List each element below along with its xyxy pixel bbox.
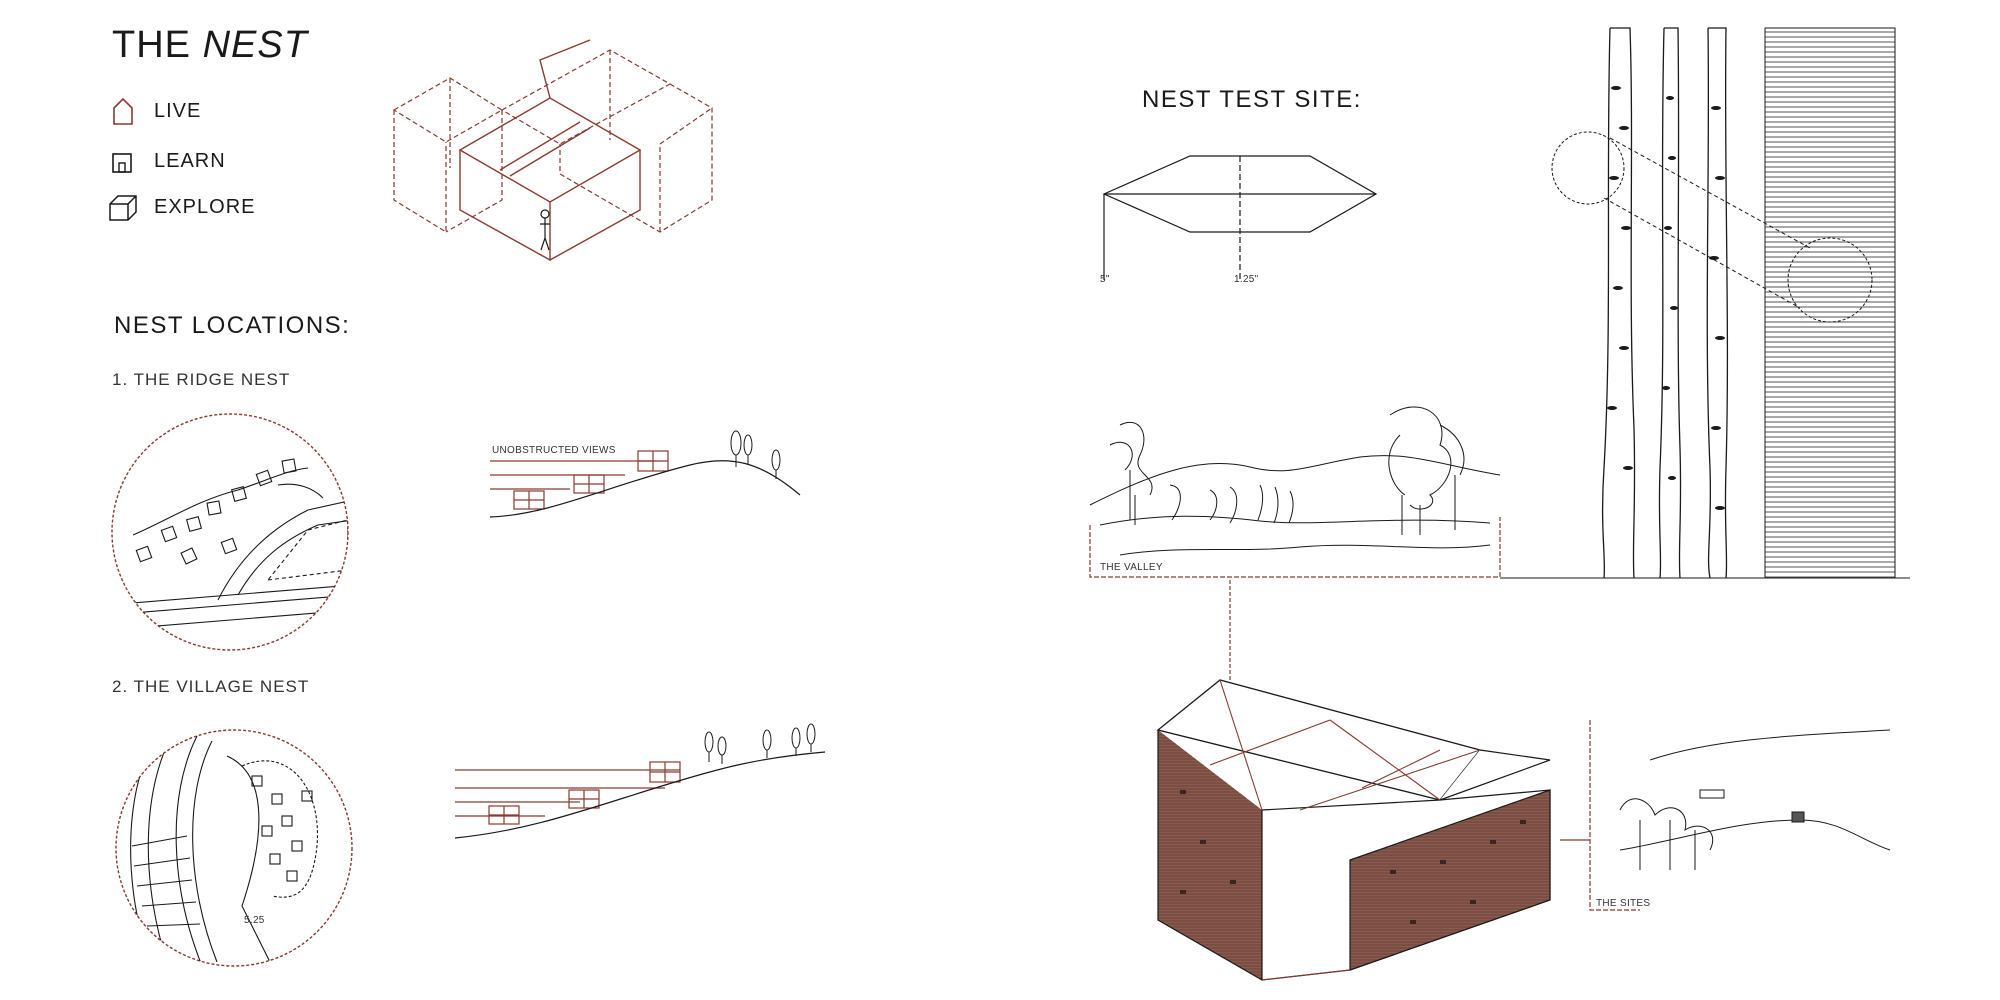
village-site-annotation: 5.25 <box>244 915 265 926</box>
sites-label: THE SITES <box>1596 898 1651 909</box>
page-title: THE NEST <box>112 24 308 67</box>
valley-label: THE VALLEY <box>1100 562 1163 573</box>
title-emphasis: NEST <box>202 24 308 66</box>
village-section-diagram <box>454 723 826 839</box>
sites-landscape-sketch <box>1560 720 1891 911</box>
legend-label-explore: EXPLORE <box>154 195 256 218</box>
ridge-section-diagram <box>489 430 801 518</box>
legend-label-learn: LEARN <box>154 149 226 172</box>
test-site-heading: NEST TEST SITE: <box>1142 86 1362 113</box>
cube-icon <box>109 195 137 221</box>
legend-item-live: LIVE <box>108 96 201 126</box>
legend-item-explore: EXPLORE <box>108 192 255 222</box>
legend-label-live: LIVE <box>154 99 202 122</box>
connector-line <box>1229 580 1231 690</box>
village-site-plan <box>115 729 353 967</box>
small-house-icon <box>112 153 132 173</box>
dimension-left: 5" <box>1100 274 1110 285</box>
locations-heading: NEST LOCATIONS: <box>114 312 351 339</box>
ridge-site-plan <box>111 413 349 651</box>
legend-item-learn: LEARN <box>108 146 226 176</box>
unobstructed-views-annotation: UNOBSTRUCTED VIEWS <box>492 445 616 456</box>
valley-landscape-sketch <box>1089 406 1501 578</box>
title-prefix: THE <box>112 24 191 66</box>
cross-section-profile <box>1102 155 1378 280</box>
village-nest-label: 2. THE VILLAGE NEST <box>112 677 310 696</box>
building-isometric-render <box>1156 679 1551 982</box>
dimension-center: 1.25" <box>1234 274 1259 285</box>
birch-trees-and-facade <box>1500 27 1910 579</box>
wireframe-isometric-diagram <box>392 39 713 262</box>
ridge-nest-label: 1. THE RIDGE NEST <box>112 370 291 389</box>
house-outline-icon <box>113 97 133 125</box>
